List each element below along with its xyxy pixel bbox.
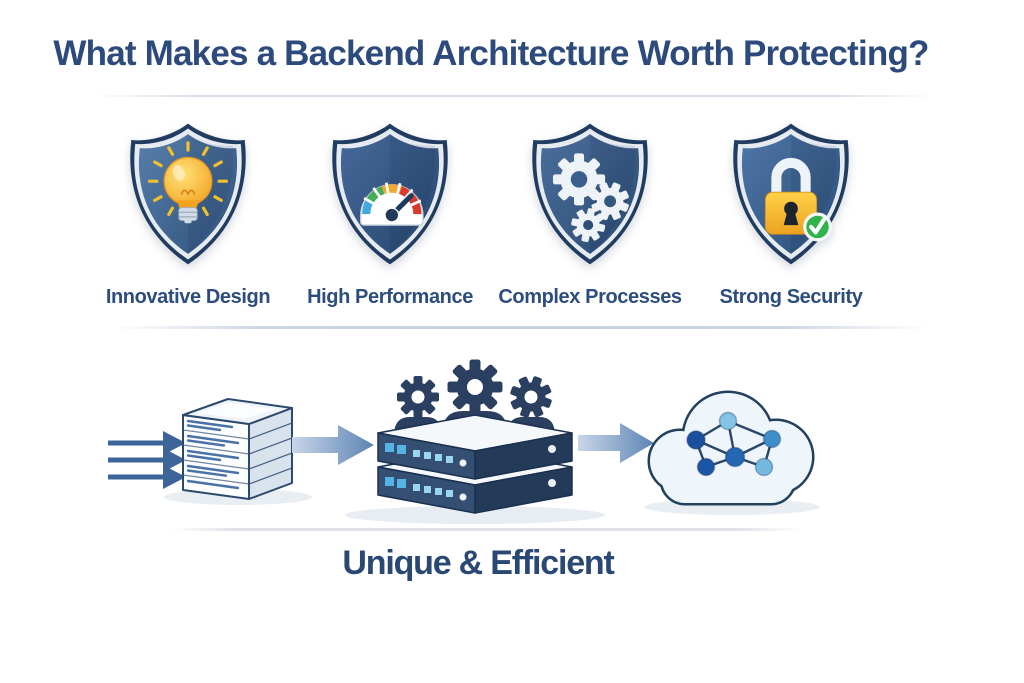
network-graph-icon — [686, 411, 782, 477]
shield-gears-icon — [532, 123, 648, 265]
feature-innovative-design: Innovative Design — [93, 120, 283, 309]
feature-high-performance: High Performance — [295, 120, 485, 309]
pipeline-diagram — [108, 359, 820, 524]
shield-gauge-icon — [332, 123, 448, 265]
page-title: What Makes a Backend Architecture Worth … — [53, 34, 929, 73]
shield-lock-icon — [733, 123, 849, 265]
divider-under-labels — [112, 326, 930, 329]
flow-arrow-icon — [578, 423, 654, 463]
feature-label: Complex Processes — [498, 286, 682, 308]
feature-complex-processes: Complex Processes — [495, 120, 685, 309]
check-badge-icon — [803, 212, 832, 242]
bottom-caption: Unique & Efficient — [342, 544, 614, 582]
server-leds — [385, 477, 556, 501]
flow-arrow-icon — [292, 425, 374, 465]
lightbulb-icon — [148, 141, 228, 224]
server-rack-icon — [377, 414, 573, 514]
gears-icon — [552, 153, 636, 246]
divider-under-title — [92, 95, 937, 97]
server-leds — [385, 443, 556, 467]
feature-label: Innovative Design — [105, 286, 271, 308]
input-arrows-icon — [108, 431, 186, 489]
document-stack-icon — [182, 398, 293, 500]
divider-above-caption — [170, 528, 802, 531]
feature-label: Strong Security — [719, 286, 863, 308]
gauge-icon — [360, 182, 424, 226]
cloud-icon — [647, 390, 815, 506]
feature-strong-security: Strong Security — [696, 120, 886, 309]
shield-lightbulb-icon — [130, 123, 246, 265]
feature-label: High Performance — [307, 286, 473, 308]
